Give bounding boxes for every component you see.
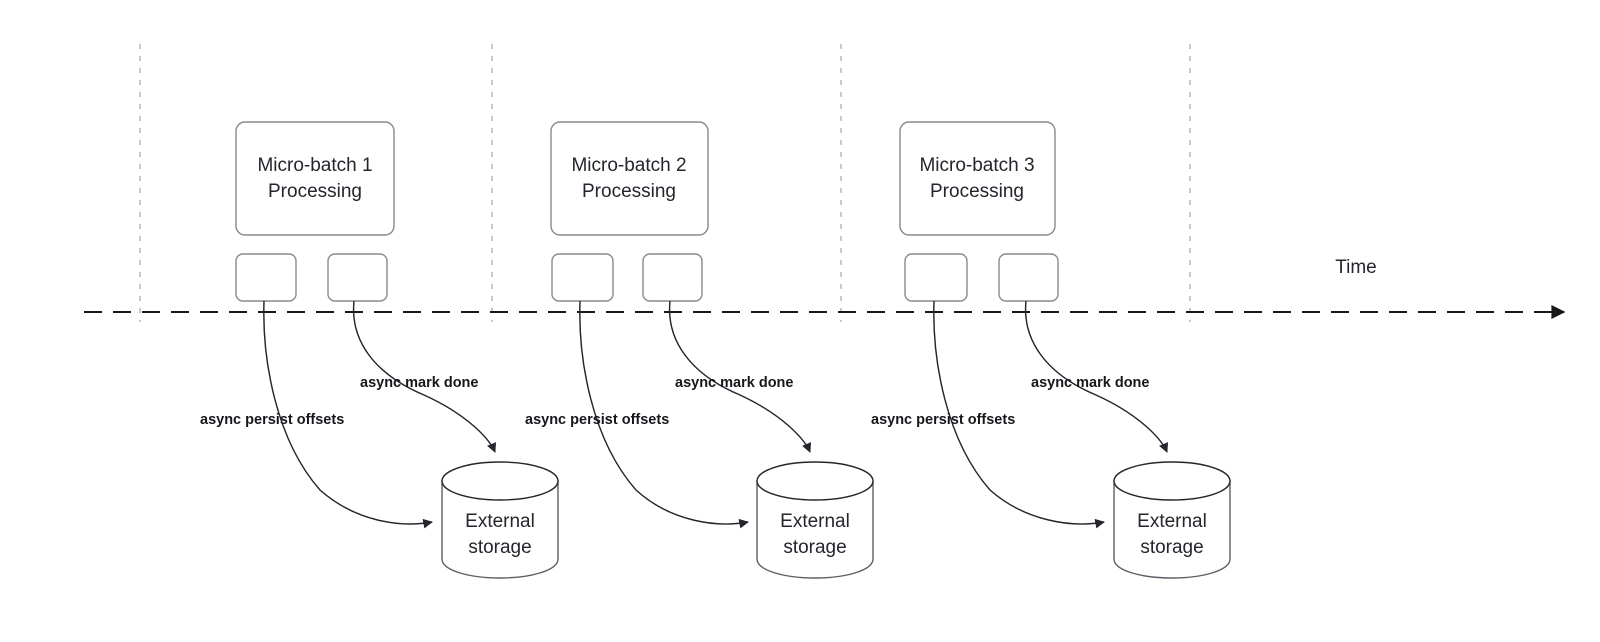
cylinder-top-1 [441,461,559,501]
edge-label-async-persist-offsets-2: async persist offsets [525,412,669,428]
micro-batch-group-3: Micro-batch 3 Processing async mark done… [871,121,1231,579]
micro-batch-1-label-line1: Micro-batch 1 [257,155,372,176]
task-box-2a[interactable] [551,253,614,302]
cylinder-top-2 [756,461,874,501]
cylinder-body-2 [756,480,874,579]
edge-async-mark-done-1 [352,300,497,453]
edge-label-async-persist-offsets-3: async persist offsets [871,412,1015,428]
task-box-1a[interactable] [235,253,297,302]
edge-label-async-mark-done-2: async mark done [675,375,793,391]
edge-label-async-mark-done-3: async mark done [1031,375,1149,391]
micro-batch-3-label-line2: Processing [930,181,1024,202]
edge-label-async-mark-done-1: async mark done [360,375,478,391]
edge-async-mark-done-2 [668,300,812,453]
external-storage-3-label-line1: External [1137,511,1207,532]
edge-async-mark-done-3 [1024,300,1169,453]
time-axis: Time [84,257,1566,319]
micro-batch-group-1: Micro-batch 1 Processing async mark done… [200,121,559,579]
edge-async-persist-offsets-3 [933,300,1105,529]
task-box-1b[interactable] [327,253,388,302]
edge-async-persist-offsets-1 [263,300,433,529]
micro-batch-2-box[interactable] [550,121,709,236]
external-storage-2-label-line2: storage [783,537,846,558]
external-storage-1-label-line1: External [465,511,535,532]
micro-batch-1-box[interactable] [235,121,395,236]
micro-batch-group-2: Micro-batch 2 Processing async mark done… [525,121,874,579]
guide-lines [139,44,1191,322]
task-box-2b[interactable] [642,253,703,302]
cylinder-body-3 [1113,480,1231,579]
external-storage-2-label-line1: External [780,511,850,532]
task-box-3a[interactable] [904,253,968,302]
external-storage-cylinder-1[interactable]: External storage [441,461,559,579]
edge-async-persist-offsets-2 [579,300,749,529]
external-storage-1-label-line2: storage [468,537,531,558]
external-storage-3-label-line2: storage [1140,537,1203,558]
cylinder-top-3 [1113,461,1231,501]
micro-batch-3-box[interactable] [899,121,1056,236]
external-storage-cylinder-3[interactable]: External storage [1113,461,1231,579]
external-storage-cylinder-2[interactable]: External storage [756,461,874,579]
cylinder-body-1 [441,480,559,579]
edge-label-async-persist-offsets-1: async persist offsets [200,412,344,428]
time-axis-label: Time [1335,257,1377,278]
task-box-3b[interactable] [998,253,1059,302]
micro-batch-2-label-line1: Micro-batch 2 [571,155,686,176]
micro-batch-1-label-line2: Processing [268,181,362,202]
micro-batch-2-label-line2: Processing [582,181,676,202]
micro-batch-3-label-line1: Micro-batch 3 [919,155,1034,176]
